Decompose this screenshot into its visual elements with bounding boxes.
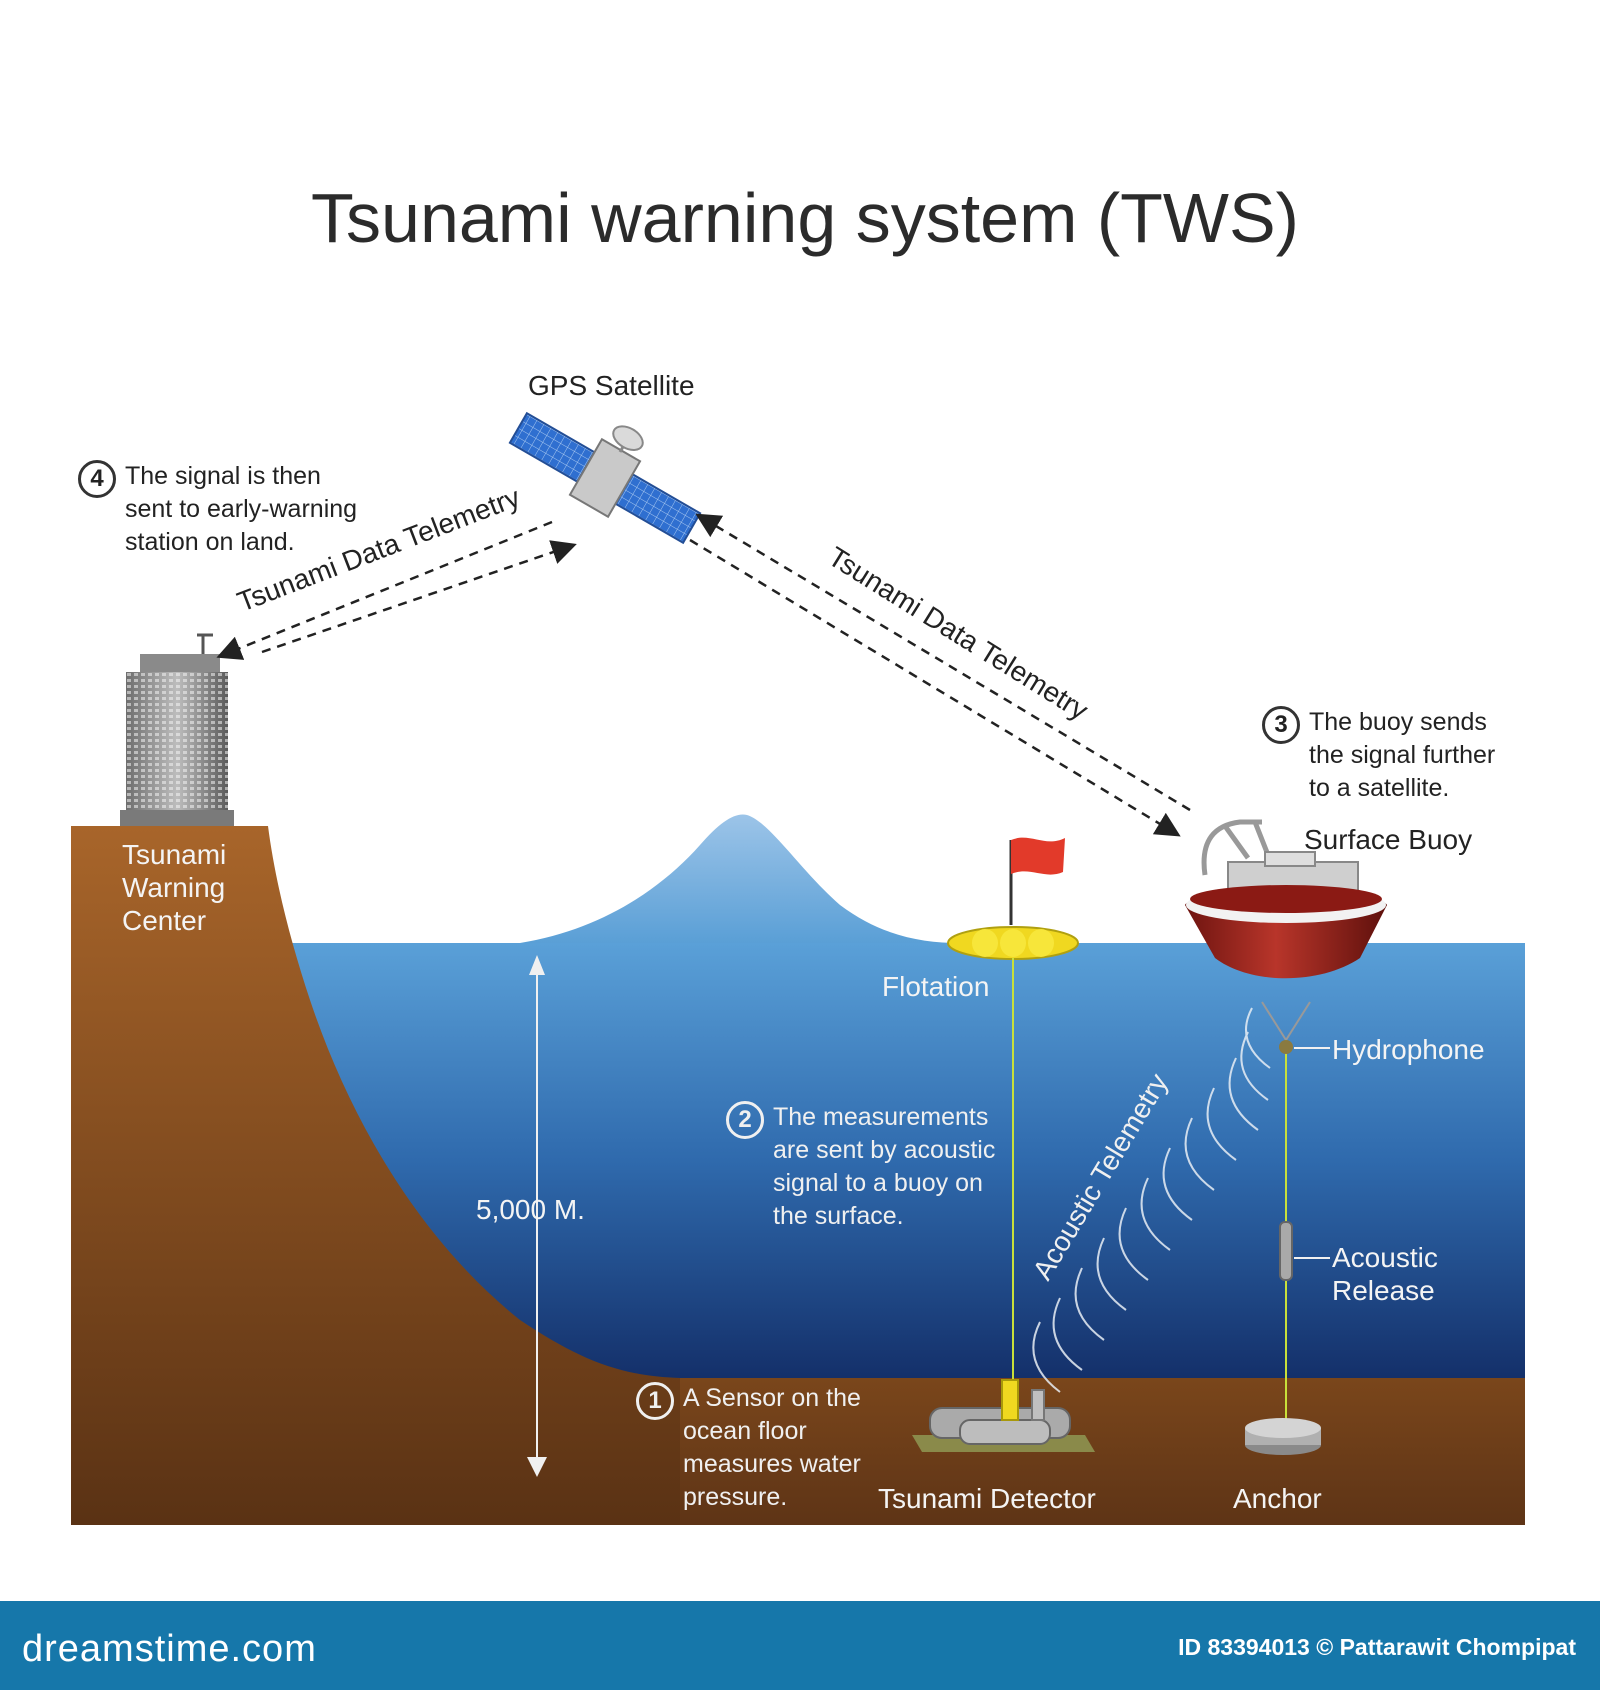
step-1: 1 A Sensor on the ocean floor measures w… — [636, 1382, 861, 1514]
step-4-line-2: sent to early-warning — [125, 495, 358, 523]
surface-buoy-label: Surface Buoy — [1304, 824, 1473, 855]
tsunami-wave — [520, 814, 960, 943]
acoustic-release-line-2: Release — [1332, 1275, 1435, 1306]
step-3-line-1: The buoy sends — [1309, 708, 1487, 736]
step-2-line-2: are sent by acoustic — [773, 1136, 996, 1164]
depth-label: 5,000 M. — [476, 1194, 585, 1225]
step-3-number: 3 — [1262, 706, 1300, 744]
step-1-line-1: A Sensor on the — [683, 1384, 861, 1412]
step-2-line-1: The measurements — [773, 1103, 989, 1131]
acoustic-release-line-1: Acoustic — [1332, 1242, 1438, 1273]
acoustic-telemetry-waves — [1032, 1007, 1271, 1393]
footer-credit: ID 83394013 © Pattarawit Chompipat — [1178, 1634, 1576, 1660]
step-1-line-4: pressure. — [683, 1483, 788, 1511]
telemetry-link-right — [689, 513, 1191, 837]
anchor-label: Anchor — [1233, 1483, 1322, 1514]
warning-center-line-2: Warning — [122, 872, 226, 903]
step-2-number: 2 — [726, 1101, 764, 1139]
telemetry-link-left — [216, 520, 577, 660]
depth-arrow — [527, 955, 547, 1477]
page-title: Tsunami warning system (TWS) — [311, 179, 1299, 257]
land-cliff — [71, 826, 680, 1525]
telemetry-label-right: Tsunami Data Telemetry — [823, 541, 1094, 726]
detector-label: Tsunami Detector — [878, 1483, 1096, 1514]
step-1-number: 1 — [636, 1382, 674, 1420]
acoustic-release-label: Acoustic Release — [1332, 1241, 1438, 1307]
step-2: 2 The measurements are sent by acoustic … — [726, 1101, 995, 1233]
step-4: 4 The signal is then sent to early-warni… — [78, 460, 357, 559]
satellite-label: GPS Satellite — [528, 370, 695, 401]
step-2-line-3: signal to a buoy on — [773, 1169, 983, 1197]
tsunami-detector — [912, 1379, 1095, 1452]
step-2-line-4: the surface. — [773, 1202, 904, 1230]
footer-brand[interactable]: dreamstime.com — [22, 1628, 317, 1670]
anchor-weight — [1245, 1418, 1321, 1455]
gps-satellite — [508, 411, 702, 545]
flotation-label: Flotation — [882, 971, 990, 1002]
diagram-illustration: Tsunami Data Telemetry Tsunami Data Tele… — [71, 411, 1525, 1525]
step-3: 3 The buoy sends the signal further to a… — [1262, 706, 1495, 805]
step-1-line-2: ocean floor — [683, 1417, 807, 1445]
step-3-line-3: to a satellite. — [1309, 774, 1450, 802]
step-4-number: 4 — [78, 460, 116, 498]
step-1-line-3: measures water — [683, 1450, 861, 1478]
step-4-line-1: The signal is then — [125, 462, 321, 490]
hydrophone-label: Hydrophone — [1332, 1034, 1485, 1065]
warning-center-line-1: Tsunami — [122, 839, 227, 870]
warning-center-line-3: Center — [122, 905, 207, 936]
warning-center-building — [120, 633, 234, 826]
footer-bar — [0, 1601, 1600, 1690]
step-4-line-3: station on land. — [125, 528, 295, 556]
surface-buoy — [1185, 819, 1387, 1430]
flotation-buoy — [947, 837, 1079, 1390]
warning-center-label: Tsunami Warning Center — [122, 838, 226, 937]
step-3-line-2: the signal further — [1309, 741, 1496, 769]
